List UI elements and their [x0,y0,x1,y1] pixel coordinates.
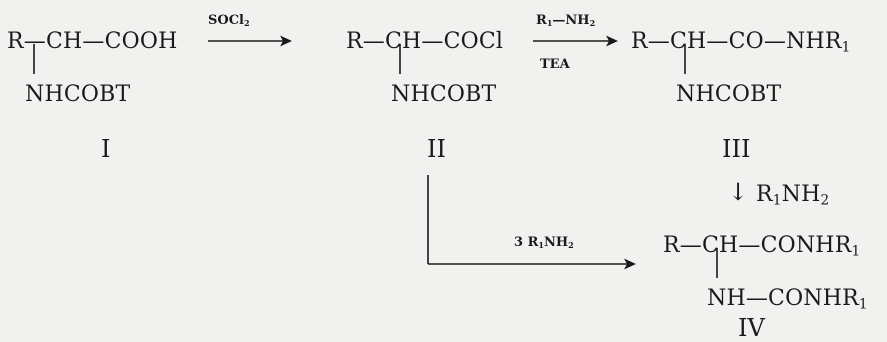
compound-III-substituent: NHCOBT [676,82,782,107]
compound-I-label: I [101,135,111,163]
compound-I-substituent: NHCOBT [25,82,131,107]
reagent-3r1nh2: 3 R1NH2 [514,235,574,250]
compound-IV-label: IV [738,314,765,342]
reagent-tea: TEA [540,57,570,72]
compound-III-label: III [722,135,751,163]
compound-III-formula: R—CH—CO—NHR1 [631,29,851,56]
arrow-down: ↓ [728,178,749,206]
reagent-socl2: SOCl2 [208,13,250,28]
compound-II-label: II [427,135,446,163]
arrow-1-head [280,35,292,47]
arrow-4-head [624,258,636,270]
reagent-r1nh2-down: R1NH2 [756,182,830,209]
reagent-amine-top: R1—NH2 [536,13,596,28]
compound-IV-formula: R—CH—CONHR1 [663,233,861,260]
arrow-2-head [606,35,618,47]
compound-II-formula: R—CH—COCl [346,29,504,54]
compound-IV-substituent: NH—CONHR1 [707,286,868,313]
compound-II-substituent: NHCOBT [391,82,497,107]
compound-I-formula: R—CH—COOH [7,29,178,54]
